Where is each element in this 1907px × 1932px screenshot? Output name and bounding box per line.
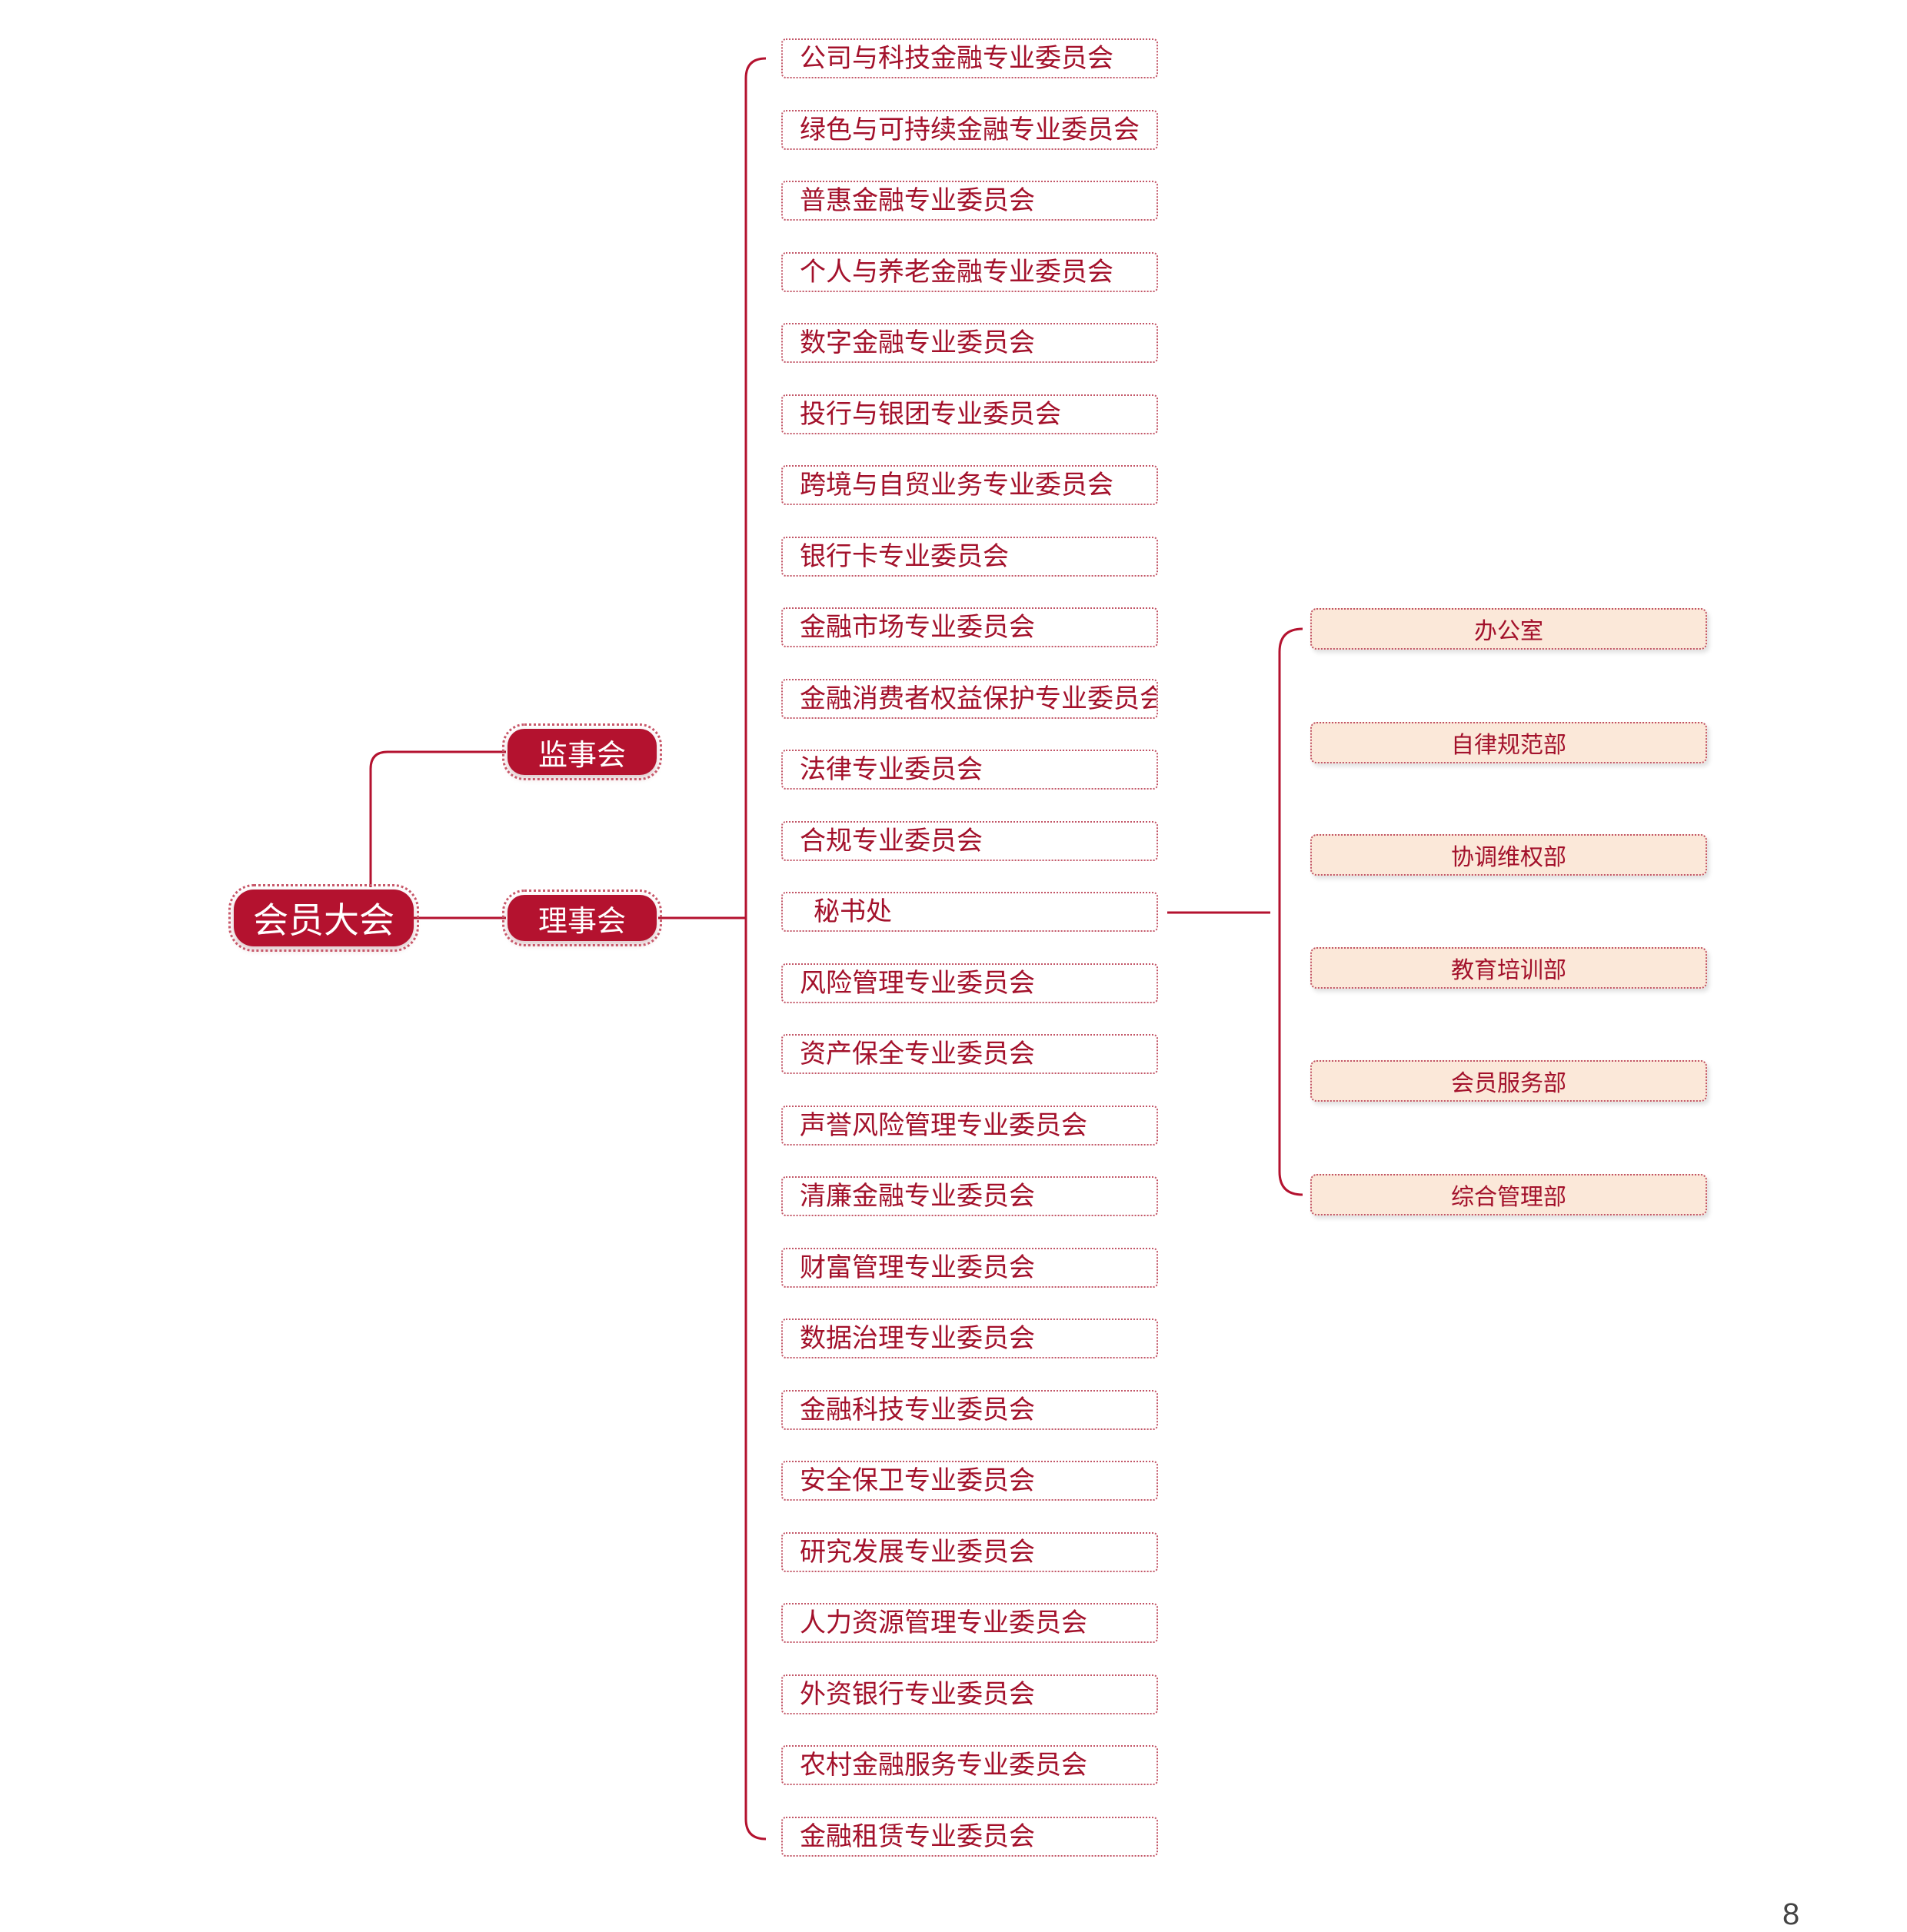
committee-node: 风险管理专业委员会 [781, 963, 1158, 1003]
committee-node: 金融科技专业委员会 [781, 1389, 1158, 1430]
committee-node: 普惠金融专业委员会 [781, 181, 1158, 221]
committee-node: 绿色与可持续金融专业委员会 [781, 109, 1158, 150]
department-node: 办公室 [1310, 608, 1707, 650]
secretariat-node: 秘书处 [781, 892, 1158, 932]
committee-node: 农村金融服务专业委员会 [781, 1745, 1158, 1785]
committee-node: 清廉金融专业委员会 [781, 1176, 1158, 1216]
general-assembly-node: 会员大会 [228, 884, 419, 952]
committee-node: 投行与银团专业委员会 [781, 394, 1158, 434]
department-node: 自律规范部 [1310, 722, 1707, 763]
committee-node: 外资银行专业委员会 [781, 1674, 1158, 1714]
committee-node: 财富管理专业委员会 [781, 1247, 1158, 1288]
connector-root-to-supervisory [369, 750, 506, 887]
committee-node: 人力资源管理专业委员会 [781, 1603, 1158, 1643]
committee-node: 跨境与自贸业务专业委员会 [781, 465, 1158, 505]
department-node: 协调维权部 [1310, 834, 1707, 876]
committee-node: 个人与养老金融专业委员会 [781, 251, 1158, 292]
committee-node: 声誉风险管理专业委员会 [781, 1105, 1158, 1146]
committee-node: 合规专业委员会 [781, 820, 1158, 861]
supervisory-board-node: 监事会 [502, 723, 662, 780]
committee-node: 资产保全专业委员会 [781, 1034, 1158, 1074]
committee-node: 金融消费者权益保护专业委员会 [781, 678, 1158, 719]
committee-node: 金融租赁专业委员会 [781, 1816, 1158, 1857]
committee-node: 安全保卫专业委员会 [781, 1461, 1158, 1501]
committee-node: 银行卡专业委员会 [781, 536, 1158, 577]
committee-node: 金融市场专业委员会 [781, 607, 1158, 647]
department-node: 综合管理部 [1310, 1174, 1707, 1215]
committee-node: 法律专业委员会 [781, 750, 1158, 790]
committee-node: 数字金融专业委员会 [781, 323, 1158, 363]
department-node: 会员服务部 [1310, 1060, 1707, 1102]
department-node: 教育培训部 [1310, 947, 1707, 989]
board-of-directors-node: 理事会 [502, 890, 662, 946]
committee-node: 公司与科技金融专业委员会 [781, 38, 1158, 78]
department-trunk [1278, 627, 1303, 1196]
committee-trunk [744, 57, 767, 1841]
committee-node: 数据治理专业委员会 [781, 1318, 1158, 1358]
page-number: 8 [1782, 1897, 1800, 1931]
committee-node: 研究发展专业委员会 [781, 1531, 1158, 1572]
